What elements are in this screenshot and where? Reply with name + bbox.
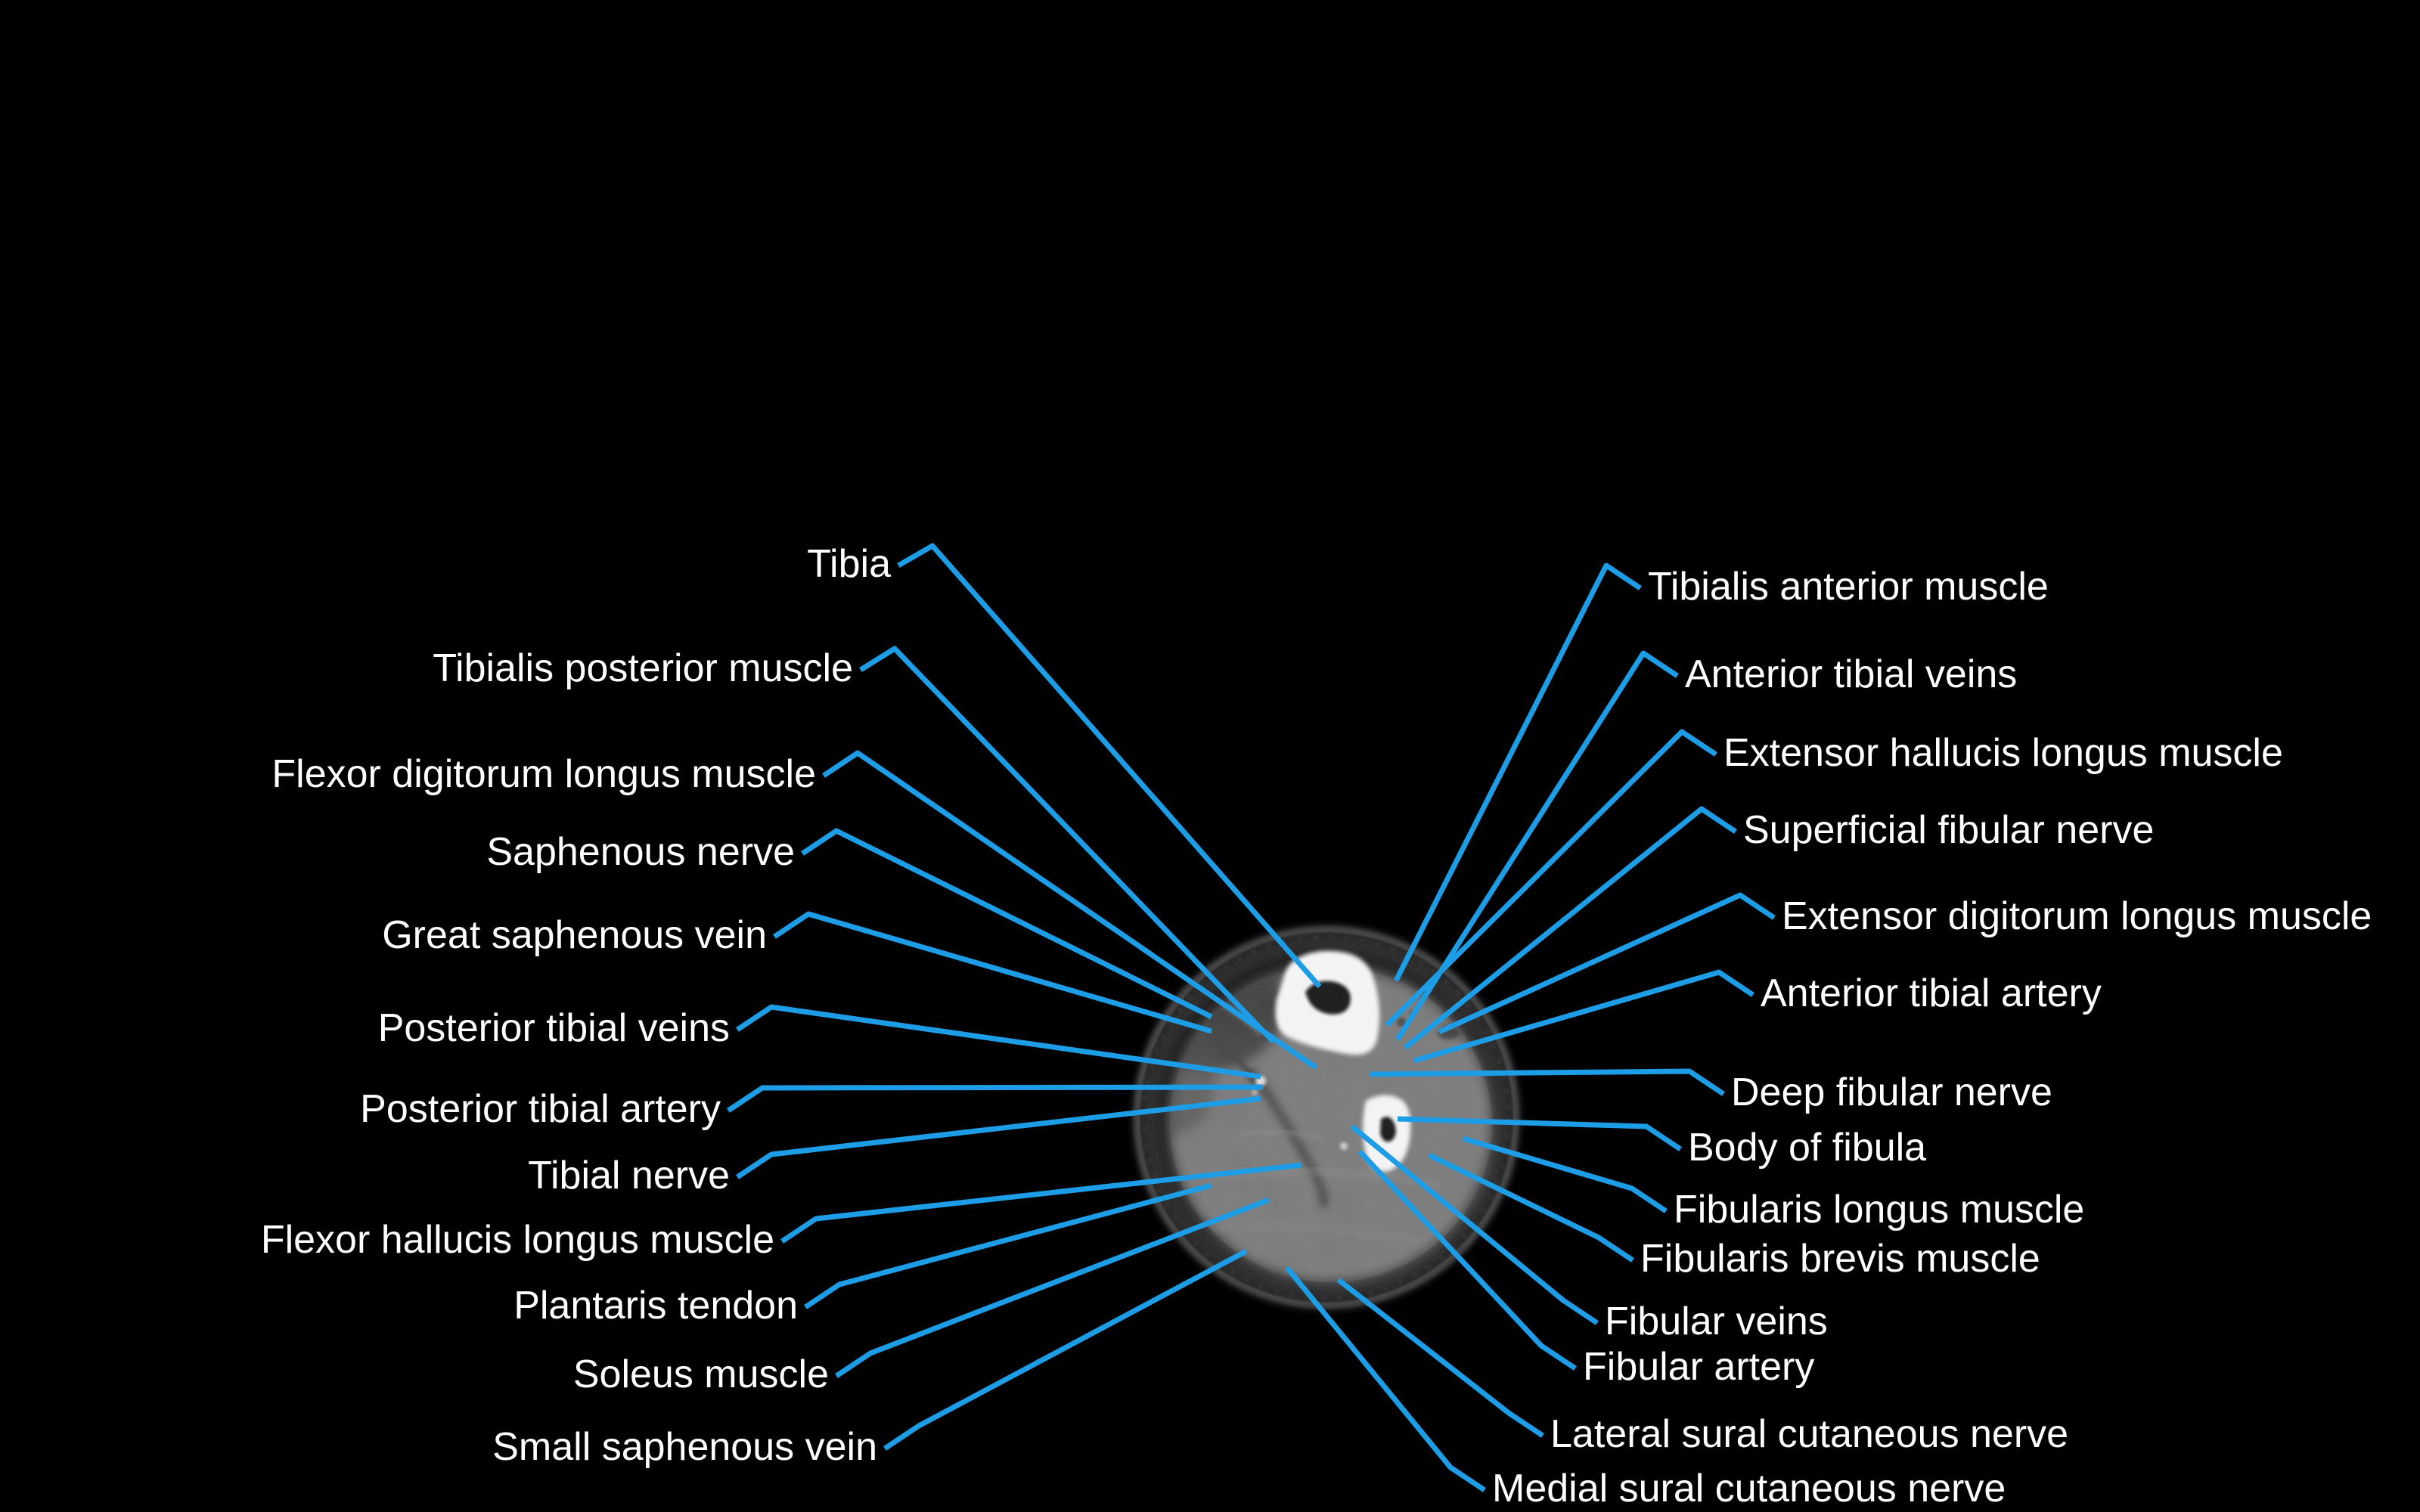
leader-extensor-hallucis-longus-muscle — [1385, 729, 1717, 1027]
label-fibularis-longus-muscle: Fibularis longus muscle — [1674, 1188, 2085, 1232]
leader-posterior-tibial-artery — [727, 1084, 1264, 1113]
label-extensor-hallucis-longus-muscle: Extensor hallucis longus muscle — [1723, 731, 2283, 775]
leader-great-saphenous-vein — [773, 911, 1212, 1034]
leader-fibular-veins — [1350, 1124, 1599, 1325]
label-anterior-tibial-artery: Anterior tibial artery — [1761, 971, 2102, 1015]
leader-lateral-sural-cutaneous-nerve — [1336, 1278, 1544, 1438]
label-tibialis-posterior-muscle: Tibialis posterior muscle — [433, 646, 853, 690]
label-posterior-tibial-veins: Posterior tibial veins — [377, 1006, 730, 1050]
label-anterior-tibial-veins: Anterior tibial veins — [1685, 652, 2018, 696]
label-tibia: Tibia — [807, 542, 891, 586]
leader-flexor-digitorum-longus-muscle — [822, 750, 1317, 1070]
label-flexor-hallucis-longus-muscle: Flexor hallucis longus muscle — [260, 1218, 774, 1262]
leader-saphenous-nerve — [801, 828, 1213, 1020]
label-great-saphenous-vein: Great saphenous vein — [382, 913, 767, 957]
label-medial-sural-cutaneous-nerve: Medial sural cutaneous nerve — [1492, 1467, 2006, 1510]
leader-superficial-fibular-nerve — [1403, 806, 1737, 1050]
ct-noise — [1137, 930, 1516, 1305]
skin-line — [1134, 927, 1519, 1308]
leader-small-saphenous-vein — [883, 1248, 1248, 1451]
label-superficial-fibular-nerve: Superficial fibular nerve — [1743, 808, 2155, 852]
label-lateral-sural-cutaneous-nerve: Lateral sural cutaneous nerve — [1550, 1412, 2069, 1456]
label-fibular-veins: Fibular veins — [1605, 1300, 1828, 1343]
label-saphenous-nerve: Saphenous nerve — [486, 830, 795, 874]
leader-fibular-artery — [1357, 1149, 1577, 1371]
leader-flexor-hallucis-longus-muscle — [780, 1162, 1302, 1244]
leader-anterior-tibial-artery — [1413, 969, 1754, 1064]
leader-tibial-nerve — [736, 1095, 1261, 1179]
leader-plantaris-tendon — [804, 1182, 1212, 1309]
label-extensor-digitorum-longus-muscle: Extensor digitorum longus muscle — [1782, 894, 2372, 938]
label-body-of-fibula: Body of fibula — [1688, 1126, 1927, 1170]
label-plantaris-tendon: Plantaris tendon — [513, 1284, 798, 1328]
label-tibialis-anterior-muscle: Tibialis anterior muscle — [1648, 565, 2049, 609]
label-flexor-digitorum-longus-muscle: Flexor digitorum longus muscle — [271, 752, 816, 796]
leader-tibia — [897, 543, 1322, 989]
leader-soleus-muscle — [835, 1197, 1270, 1378]
leader-extensor-digitorum-longus-muscle — [1438, 892, 1776, 1035]
label-fibular-artery: Fibular artery — [1583, 1345, 1815, 1389]
label-small-saphenous-vein: Small saphenous vein — [492, 1425, 877, 1469]
label-deep-fibular-nerve: Deep fibular nerve — [1731, 1070, 2052, 1114]
ct-slice — [1132, 925, 1521, 1310]
leader-deep-fibular-nerve — [1370, 1068, 1725, 1096]
label-fibularis-brevis-muscle: Fibularis brevis muscle — [1640, 1237, 2040, 1281]
label-posterior-tibial-artery: Posterior tibial artery — [360, 1087, 721, 1131]
leader-medial-sural-cutaneous-nerve — [1285, 1266, 1486, 1492]
leader-fibularis-brevis-muscle — [1428, 1152, 1634, 1263]
label-soleus-muscle: Soleus muscle — [572, 1352, 829, 1396]
leader-anterior-tibial-veins — [1395, 650, 1679, 1041]
label-tibial-nerve: Tibial nerve — [528, 1154, 730, 1198]
leader-tibialis-posterior-muscle — [859, 646, 1276, 1044]
leader-fibularis-longus-muscle — [1463, 1136, 1668, 1213]
leader-body-of-fibula — [1397, 1116, 1682, 1151]
leader-tibialis-anterior-muscle — [1393, 562, 1642, 982]
leader-lines — [727, 543, 1776, 1492]
leader-posterior-tibial-veins — [736, 1004, 1261, 1080]
